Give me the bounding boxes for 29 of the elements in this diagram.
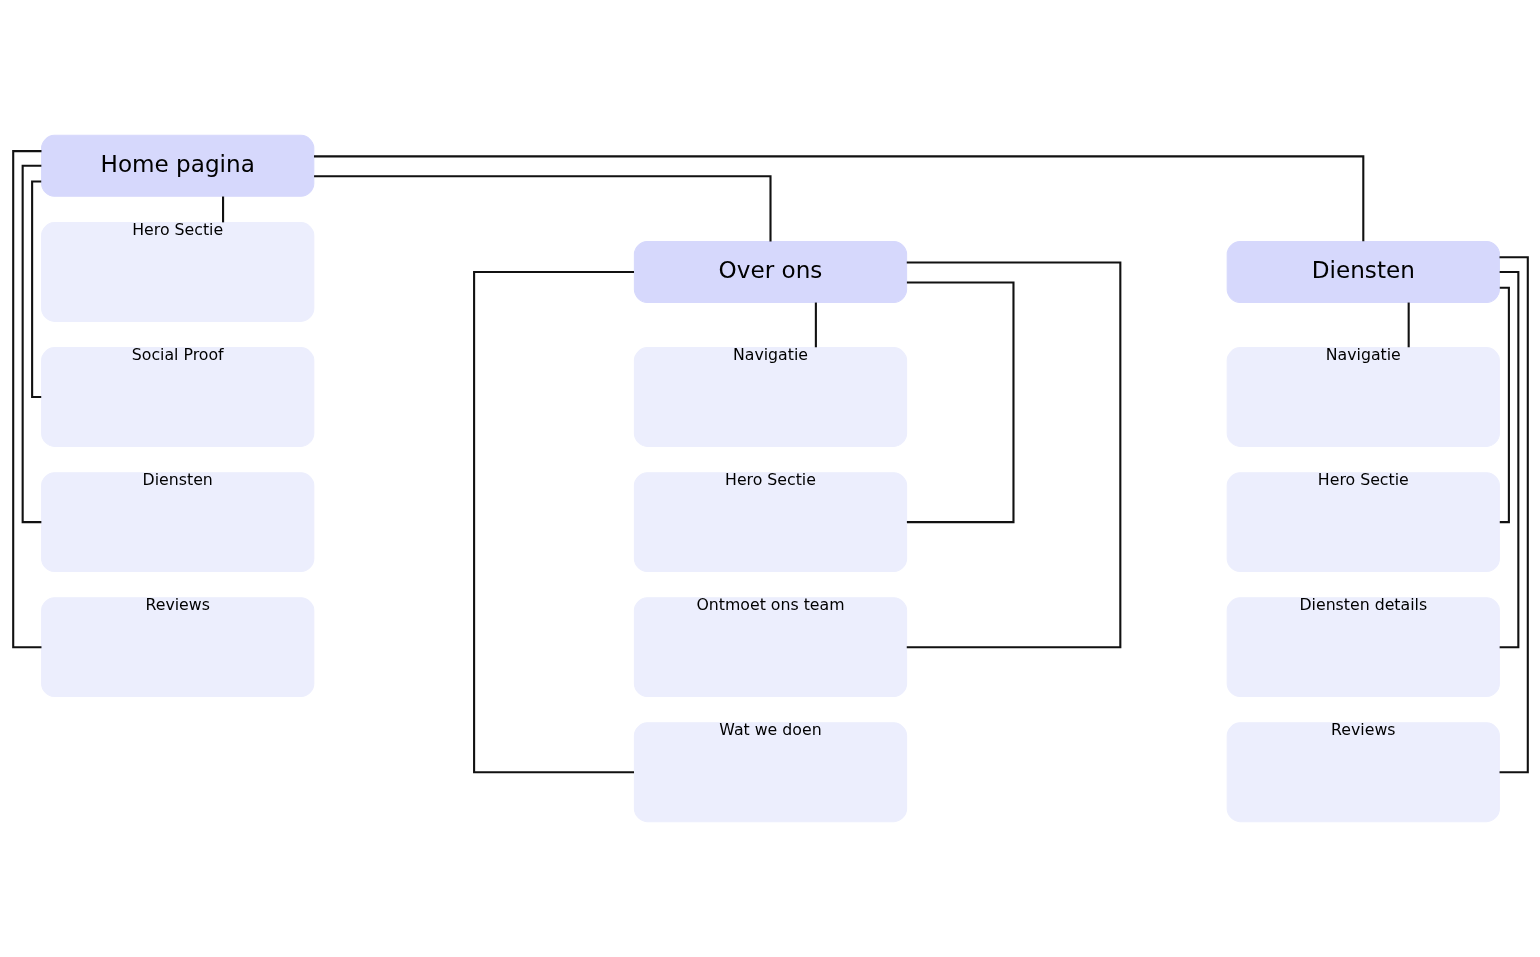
node-box: Navigatie	[1226, 347, 1500, 447]
node-box: Home pagina	[40, 134, 314, 197]
node-box: Hero Sectie	[1226, 472, 1500, 573]
node-box: Wat we doen	[633, 722, 907, 823]
connector	[11, 150, 41, 649]
node-box: Reviews	[1226, 722, 1500, 823]
node-box: Over ons	[633, 240, 907, 303]
connector	[906, 261, 1121, 649]
connector	[30, 180, 41, 399]
connector	[1499, 286, 1510, 524]
node-box: Diensten	[1226, 240, 1500, 303]
node-box: Diensten	[40, 472, 314, 573]
node-box: Hero Sectie	[633, 472, 907, 573]
node-box: Reviews	[40, 597, 314, 698]
node-box: Diensten details	[1226, 597, 1500, 698]
connector	[221, 196, 224, 223]
connector	[1499, 256, 1529, 774]
node-box: Navigatie	[633, 347, 907, 447]
connector	[1407, 302, 1410, 348]
node-box: Hero Sectie	[40, 222, 314, 322]
connector	[906, 281, 1015, 524]
connector	[472, 270, 634, 774]
connector	[313, 175, 772, 242]
node-box: Ontmoet ons team	[633, 597, 907, 698]
connector	[1499, 270, 1519, 649]
connector	[21, 164, 41, 524]
connector	[313, 155, 1364, 242]
connector	[814, 302, 817, 348]
node-box: Social Proof	[40, 347, 314, 447]
